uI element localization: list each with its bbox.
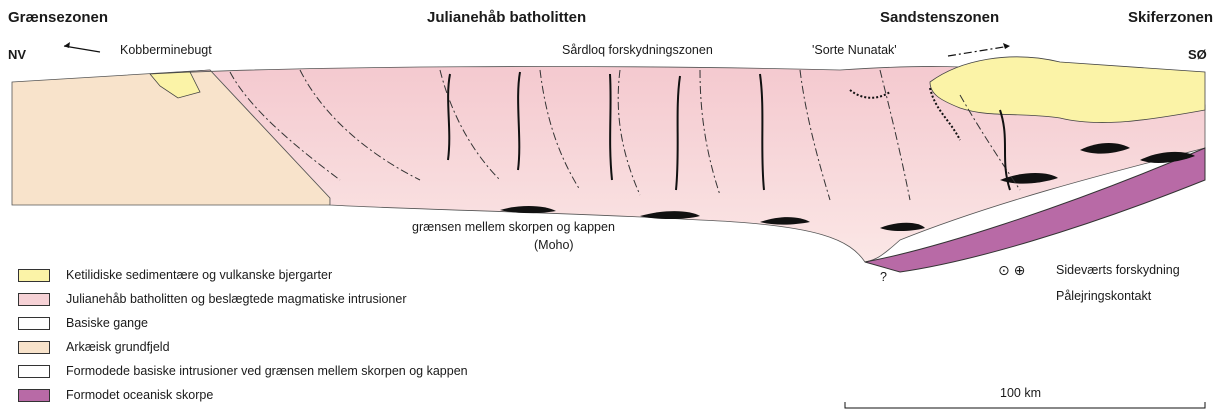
legend-item-mafic-intrusions: Formodede basiske intrusioner ved grænse… xyxy=(18,363,468,379)
zone-julianehaab-batholith: Julianehåb batholitten xyxy=(427,9,586,26)
zone-skiferzonen: Skiferzonen xyxy=(1128,9,1213,26)
legend-item-basic-dikes: Basiske gange xyxy=(18,315,148,331)
strike-slip-symbols: ⊙ ⊕ xyxy=(998,262,1025,279)
left-arrow xyxy=(64,46,100,52)
scale-label: 100 km xyxy=(1000,386,1041,400)
zone-graensezonen: Grænsezonen xyxy=(8,9,108,26)
legend-label: Formodet oceanisk skorpe xyxy=(66,388,213,402)
legend-label: Formodede basiske intrusioner ved grænse… xyxy=(66,364,468,378)
legend-item-oceanic-crust: Formodet oceanisk skorpe xyxy=(18,387,213,403)
legend-swatch-batholith xyxy=(18,293,50,306)
label-sorte-nunatak: 'Sorte Nunatak' xyxy=(812,43,897,57)
legend-swatch-archean xyxy=(18,341,50,354)
right-arrow xyxy=(948,46,1010,56)
legend-item-batholith: Julianehåb batholitten og beslægtede mag… xyxy=(18,291,407,307)
legend-swatch-basic-dikes xyxy=(18,317,50,330)
thrust-label: Pålejringskontakt xyxy=(1056,289,1151,303)
legend-item-archean: Arkæisk grundfjeld xyxy=(18,339,170,355)
direction-west: NV xyxy=(8,47,26,62)
legend-label: Arkæisk grundfjeld xyxy=(66,340,170,354)
question-mark: ? xyxy=(880,270,887,284)
moho-label: grænsen mellem skorpen og kappen xyxy=(412,220,615,234)
legend-swatch-ketilidian xyxy=(18,269,50,282)
legend-swatch-mafic-intrusions xyxy=(18,365,50,378)
label-kobberminebugt: Kobberminebugt xyxy=(120,43,212,57)
label-saardloq: Sårdloq forskydningszonen xyxy=(562,43,713,57)
legend-swatch-oceanic-crust xyxy=(18,389,50,402)
scale-bar xyxy=(845,402,1205,408)
legend-item-ketilidian: Ketilidiske sedimentære og vulkanske bje… xyxy=(18,267,332,283)
direction-east: SØ xyxy=(1188,47,1207,62)
strike-slip-label: Sideværts forskydning xyxy=(1056,263,1180,277)
legend-label: Basiske gange xyxy=(66,316,148,330)
zone-sandstenszonen: Sandstenszonen xyxy=(880,9,999,26)
moho-sublabel: (Moho) xyxy=(534,238,574,252)
legend-label: Ketilidiske sedimentære og vulkanske bje… xyxy=(66,268,332,282)
legend-label: Julianehåb batholitten og beslægtede mag… xyxy=(66,292,407,306)
